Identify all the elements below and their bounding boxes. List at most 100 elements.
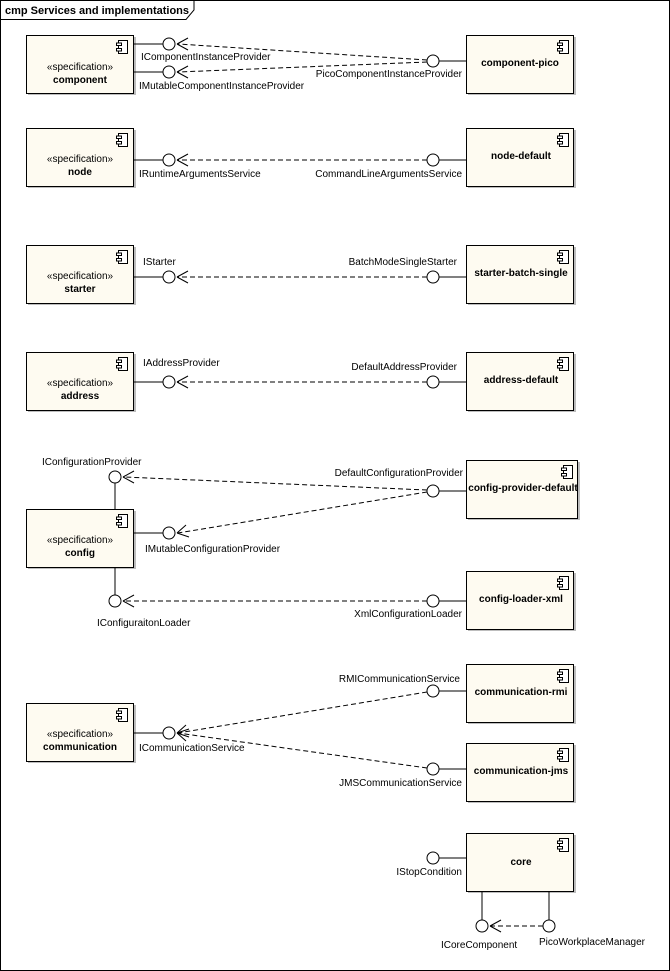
component-icon	[116, 514, 128, 528]
imutable-configuration-provider-interface[interactable]	[162, 526, 176, 540]
component-icon	[557, 133, 569, 147]
component-icon	[116, 708, 128, 722]
iruntime-arguments-service-label: IRuntimeArgumentsService	[139, 169, 261, 180]
component-icon	[561, 465, 573, 479]
node-default-box[interactable]: node-default	[466, 128, 577, 189]
starter-batch-single-box[interactable]: starter-batch-single	[466, 245, 577, 306]
icomponent-instance-provider-label: IComponentInstanceProvider	[141, 52, 271, 63]
icore-component-label: ICoreComponent	[441, 940, 517, 951]
spec-component-stereotype: «specification»	[47, 62, 114, 73]
iaddress-provider-label: IAddressProvider	[143, 358, 220, 369]
spec-node-stereotype: «specification»	[47, 154, 114, 165]
rmi-communication-service-label: RMICommunicationService	[339, 674, 461, 685]
iconfiguraiton-loader-interface[interactable]	[108, 594, 122, 608]
section-core: core IStopCondition ICoreComponent PicoW…	[396, 833, 646, 951]
communication-rmi-box[interactable]: communication-rmi	[466, 664, 577, 725]
iconfiguration-provider-interface[interactable]	[108, 470, 122, 484]
spec-config-name: config	[65, 548, 95, 559]
pico-component-instance-provider-interface[interactable]	[426, 54, 440, 68]
component-icon	[116, 357, 128, 371]
spec-address-stereotype: «specification»	[47, 378, 114, 389]
section-node: «specification» node node-default IRunti…	[26, 128, 577, 189]
spec-starter-name: starter	[64, 284, 95, 295]
xml-configuration-loader-label: XmlConfigurationLoader	[354, 609, 463, 620]
default-address-provider-label: DefaultAddressProvider	[351, 362, 457, 373]
communication-rmi-name: communication-rmi	[475, 687, 568, 698]
starter-batch-single-name: starter-batch-single	[474, 268, 568, 279]
iconfiguraiton-loader-label: IConfiguraitonLoader	[97, 618, 191, 629]
spec-config-stereotype: «specification»	[47, 535, 114, 546]
communication-jms-name: communication-jms	[474, 766, 569, 777]
iaddress-provider-interface[interactable]	[162, 375, 176, 389]
component-icon	[557, 669, 569, 683]
iconfiguration-provider-label: IConfigurationProvider	[42, 457, 142, 468]
component-pico-name: component-pico	[481, 58, 559, 69]
imutable-component-instance-provider-interface[interactable]	[162, 65, 176, 79]
spec-communication-box[interactable]: «specification» communication	[26, 703, 137, 764]
component-icon	[557, 576, 569, 590]
section-address: «specification» address address-default …	[26, 352, 577, 413]
config-loader-xml-box[interactable]: config-loader-xml	[466, 571, 577, 632]
section-component: «specification» component component-pico…	[26, 35, 577, 96]
default-configuration-provider-interface[interactable]	[426, 484, 440, 498]
command-line-arguments-service-label: CommandLineArgumentsService	[315, 169, 462, 180]
istarter-interface[interactable]	[162, 270, 176, 284]
frame-title: cmp Services and implementations	[5, 5, 189, 17]
component-icon	[116, 250, 128, 264]
pico-workplace-manager-label: PicoWorkplaceManager	[539, 937, 646, 948]
component-icon	[116, 40, 128, 54]
config-provider-default-name: config-provider-default	[468, 483, 578, 494]
icommunication-service-interface[interactable]	[162, 726, 176, 740]
communication-jms-box[interactable]: communication-jms	[466, 743, 577, 804]
core-name: core	[510, 857, 532, 868]
component-icon	[557, 250, 569, 264]
istop-condition-label: IStopCondition	[396, 867, 462, 878]
imutable-configuration-provider-label: IMutableConfigurationProvider	[145, 544, 281, 555]
spec-node-box[interactable]: «specification» node	[26, 128, 137, 189]
section-config: «specification» config config-provider-d…	[26, 457, 581, 632]
component-icon	[557, 838, 569, 852]
node-default-name: node-default	[491, 151, 552, 162]
core-box[interactable]: core	[466, 833, 577, 894]
spec-communication-name: communication	[43, 742, 117, 753]
rmi-communication-service-interface[interactable]	[426, 684, 440, 698]
component-icon	[557, 748, 569, 762]
default-configuration-provider-label: DefaultConfigurationProvider	[335, 468, 464, 479]
istarter-label: IStarter	[143, 257, 176, 268]
icore-component-interface[interactable]	[475, 919, 489, 933]
config-loader-xml-name: config-loader-xml	[479, 594, 563, 605]
batch-mode-single-starter-label: BatchModeSingleStarter	[349, 257, 458, 268]
component-icon	[557, 357, 569, 371]
spec-component-box[interactable]: «specification» component	[26, 35, 137, 96]
spec-address-name: address	[61, 391, 100, 402]
spec-starter-stereotype: «specification»	[47, 271, 114, 282]
pico-workplace-manager-interface[interactable]	[542, 919, 556, 933]
spec-component-name: component	[53, 75, 108, 86]
spec-communication-stereotype: «specification»	[47, 729, 114, 740]
batch-mode-single-starter-interface[interactable]	[426, 270, 440, 284]
component-pico-box[interactable]: component-pico	[466, 35, 577, 96]
address-default-box[interactable]: address-default	[466, 352, 577, 413]
default-address-provider-interface[interactable]	[426, 375, 440, 389]
spec-node-name: node	[68, 167, 92, 178]
spec-config-box[interactable]: «specification» config	[26, 509, 137, 570]
section-communication: «specification» communication communicat…	[26, 664, 577, 804]
icomponent-instance-provider-interface[interactable]	[162, 37, 176, 51]
component-icon	[557, 40, 569, 54]
icommunication-service-label: ICommunicationService	[139, 743, 245, 754]
spec-address-box[interactable]: «specification» address	[26, 352, 137, 413]
imutable-component-instance-provider-label: IMutableComponentInstanceProvider	[139, 81, 305, 92]
address-default-name: address-default	[484, 375, 559, 386]
xml-configuration-loader-interface[interactable]	[426, 594, 440, 608]
config-provider-default-box[interactable]: config-provider-default	[466, 460, 581, 521]
iruntime-arguments-service-interface[interactable]	[162, 153, 176, 167]
spec-starter-box[interactable]: «specification» starter	[26, 245, 137, 306]
section-starter: «specification» starter starter-batch-si…	[26, 245, 577, 306]
jms-communication-service-label: JMSCommunicationService	[339, 778, 462, 789]
jms-communication-service-interface[interactable]	[426, 762, 440, 776]
istop-condition-interface[interactable]	[426, 851, 440, 865]
command-line-arguments-service-interface[interactable]	[426, 153, 440, 167]
component-icon	[116, 133, 128, 147]
